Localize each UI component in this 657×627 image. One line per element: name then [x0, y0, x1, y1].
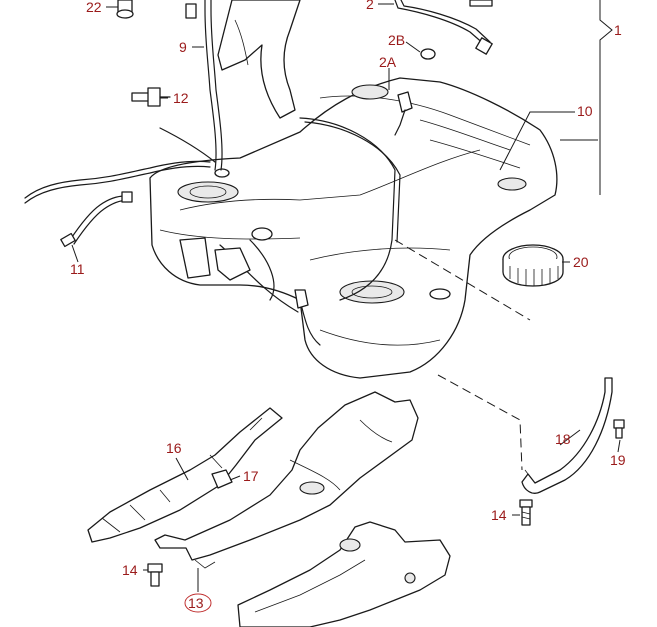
lock-ring-20	[502, 244, 564, 287]
callout-labels: 22 2 2B 2A 9 1 12 10 11 20 16 18 17 19 1…	[70, 0, 626, 613]
tank-strap-18	[521, 377, 613, 494]
heat-shield-13	[154, 391, 419, 569]
bracket-1	[560, 0, 613, 195]
vent-line-2	[394, 0, 493, 136]
bolt-14-right	[519, 499, 533, 526]
fuel-line-9	[159, 0, 223, 171]
callout-19: 19	[610, 452, 626, 468]
explode-lines	[394, 239, 531, 471]
bolt-19	[613, 419, 625, 439]
callout-2a: 2A	[379, 54, 397, 70]
heat-shield-upper	[217, 0, 301, 119]
leader-lines	[71, 3, 621, 592]
heat-shield-lower-right	[237, 521, 451, 627]
callout-2: 2	[366, 0, 374, 12]
callout-16: 16	[166, 440, 182, 456]
callout-12: 12	[173, 90, 189, 106]
callout-9: 9	[179, 39, 187, 55]
callout-2b: 2B	[388, 32, 405, 48]
callout-14-right: 14	[491, 507, 507, 523]
callout-13-ring	[184, 593, 212, 613]
connector-12	[131, 87, 171, 107]
callout-18: 18	[555, 431, 571, 447]
callout-20: 20	[573, 254, 589, 270]
callout-13: 13	[188, 595, 204, 611]
callout-11: 11	[70, 261, 85, 277]
clip-22	[116, 0, 134, 19]
callout-10: 10	[577, 103, 593, 119]
fuel-tank	[149, 77, 558, 379]
clip-17	[211, 469, 233, 489]
bolt-14-left	[147, 563, 163, 587]
callout-14-left: 14	[122, 562, 138, 578]
callout-1: 1	[614, 22, 622, 38]
hose-11	[24, 160, 211, 248]
callout-22: 22	[86, 0, 102, 15]
callout-17: 17	[243, 468, 259, 484]
